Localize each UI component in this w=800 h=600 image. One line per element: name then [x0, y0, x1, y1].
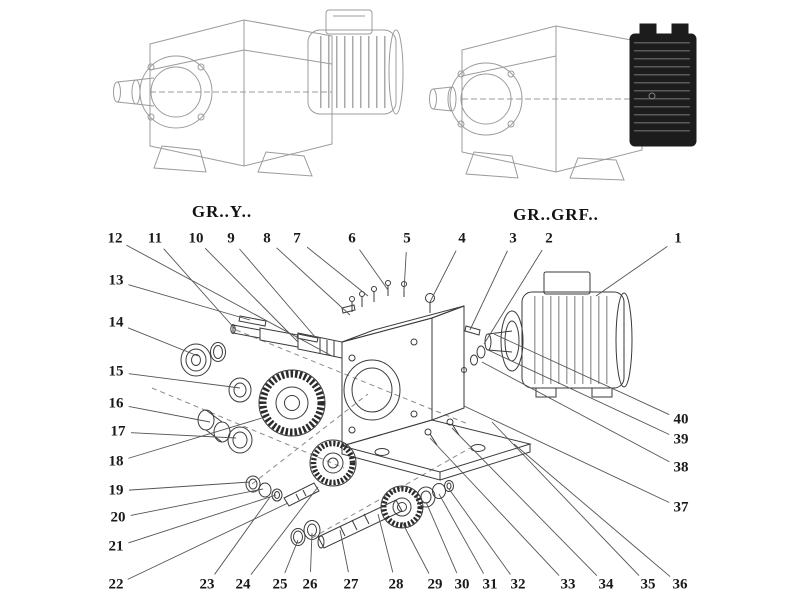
- leader-line-12: [126, 244, 333, 357]
- leader-line-35: [491, 421, 640, 576]
- leader-line-14: [127, 327, 199, 357]
- assembled-unit-gr-y: [113, 9, 404, 177]
- leader-line-16: [128, 406, 211, 423]
- leader-line-23: [214, 496, 271, 575]
- leader-line-34: [451, 427, 598, 577]
- leader-line-25: [284, 539, 299, 574]
- dark-fin-cover: [629, 23, 697, 147]
- leader-line-37: [463, 405, 670, 503]
- leader-line-39: [487, 349, 670, 435]
- base-fasteners: [424, 418, 460, 446]
- motor-side-small-parts: [461, 325, 486, 381]
- leader-line-5: [403, 251, 407, 292]
- leader-line-6: [359, 249, 389, 291]
- leader-line-21: [128, 494, 277, 544]
- top-fasteners: [341, 280, 435, 314]
- leader-line-7: [306, 246, 369, 297]
- leader-line-3: [469, 250, 508, 331]
- leader-line-18: [128, 417, 263, 459]
- leader-line-1: [595, 246, 668, 297]
- callout-leader-lines: [126, 244, 671, 580]
- leader-line-40: [493, 333, 670, 415]
- model-label-gr-y: GR..Y..: [191, 202, 253, 221]
- leader-line-30: [425, 501, 458, 574]
- model-label-gr-grf: GR..GRF..: [513, 205, 599, 224]
- leader-line-28: [377, 513, 394, 573]
- leader-line-20: [130, 488, 264, 516]
- leader-line-27: [339, 529, 349, 573]
- leader-line-31: [438, 493, 485, 574]
- leader-line-8: [276, 247, 351, 316]
- gear-housing: [340, 305, 532, 481]
- leader-line-9: [239, 248, 317, 339]
- leader-line-36: [513, 443, 671, 577]
- leader-line-38: [481, 361, 670, 463]
- lower-left-parts: [245, 475, 320, 507]
- leader-line-13: [128, 284, 251, 321]
- leader-line-22: [127, 502, 289, 580]
- leader-line-32: [448, 488, 511, 575]
- leader-line-33: [429, 437, 560, 576]
- gear-cluster: [258, 369, 357, 487]
- leader-line-24: [250, 486, 319, 575]
- leader-line-15: [128, 373, 241, 389]
- leader-line-19: [128, 481, 251, 491]
- leader-line-17: [130, 432, 237, 439]
- assembled-unit-gr-grf: [429, 23, 697, 181]
- exploded-assembly: [151, 271, 633, 549]
- output-shaft-parts: [290, 480, 454, 549]
- motor: [484, 271, 633, 398]
- leader-line-2: [483, 249, 543, 345]
- leader-line-11: [163, 248, 237, 331]
- leader-line-4: [429, 250, 457, 303]
- leader-line-26: [310, 532, 313, 573]
- leader-line-10: [204, 247, 299, 343]
- leader-line-29: [401, 521, 430, 574]
